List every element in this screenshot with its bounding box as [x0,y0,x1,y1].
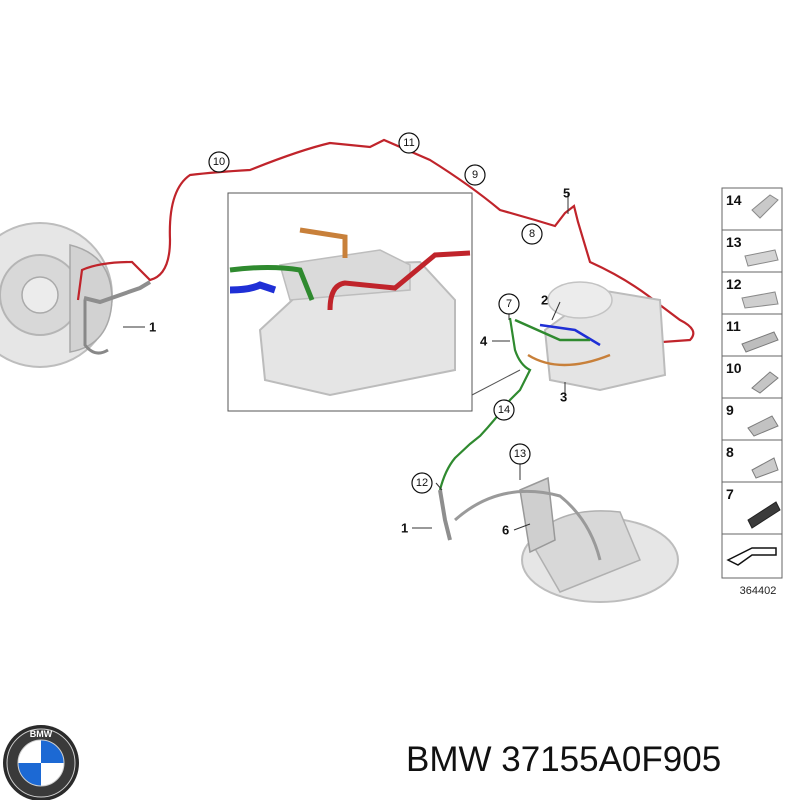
svg-text:11: 11 [403,137,414,149]
label-6: 6 [502,523,509,538]
svg-text:12: 12 [416,477,428,489]
sidebar-arrow-icon [721,533,783,579]
svg-text:13: 13 [726,234,742,250]
svg-text:8: 8 [726,444,734,460]
label-1-rear: 1 [401,521,408,536]
rear-brake-hose [438,489,452,541]
detail-inset [227,192,521,412]
svg-text:8: 8 [529,228,535,240]
svg-text:13: 13 [514,448,526,460]
svg-text:11: 11 [726,318,741,334]
callout-11: 11 [398,132,420,154]
label-2: 2 [541,293,548,308]
front-brake-disc [0,222,113,368]
label-5: 5 [563,186,570,201]
callout-12: 12 [411,472,433,494]
front-brake-hose [83,280,152,305]
bmw-logo-icon: BMW [3,725,79,800]
sidebar-part-9: 9 [721,397,783,441]
sidebar-part-8: 8 [721,439,783,483]
svg-text:7: 7 [726,486,734,502]
label-4: 4 [480,334,488,349]
leader-lines [123,193,569,531]
callout-10: 10 [208,151,230,173]
svg-text:9: 9 [472,169,478,181]
sidebar-part-11: 11 [721,313,783,357]
svg-text:10: 10 [726,360,742,376]
svg-text:7: 7 [506,298,512,310]
callout-7: 7 [498,293,520,315]
parts-sidebar: 14 13 12 11 10 9 8 [721,187,783,597]
svg-text:14: 14 [726,192,742,208]
svg-text:10: 10 [213,156,225,168]
svg-text:14: 14 [498,404,510,416]
hydraulic-unit [514,281,667,392]
callout-8: 8 [521,223,543,245]
reference-number: 364402 [740,585,777,597]
callout-13: 13 [509,443,531,465]
callout-9: 9 [464,164,486,186]
product-caption: BMW 37155A0F905 [406,740,722,779]
red-brake-line [76,138,695,347]
callout-14: 14 [493,399,515,421]
rear-brake-disc [454,476,679,603]
label-1-front: 1 [149,320,156,335]
svg-text:BMW: BMW [30,729,53,739]
svg-text:9: 9 [726,402,734,418]
svg-text:12: 12 [726,276,742,292]
label-3: 3 [560,390,567,405]
